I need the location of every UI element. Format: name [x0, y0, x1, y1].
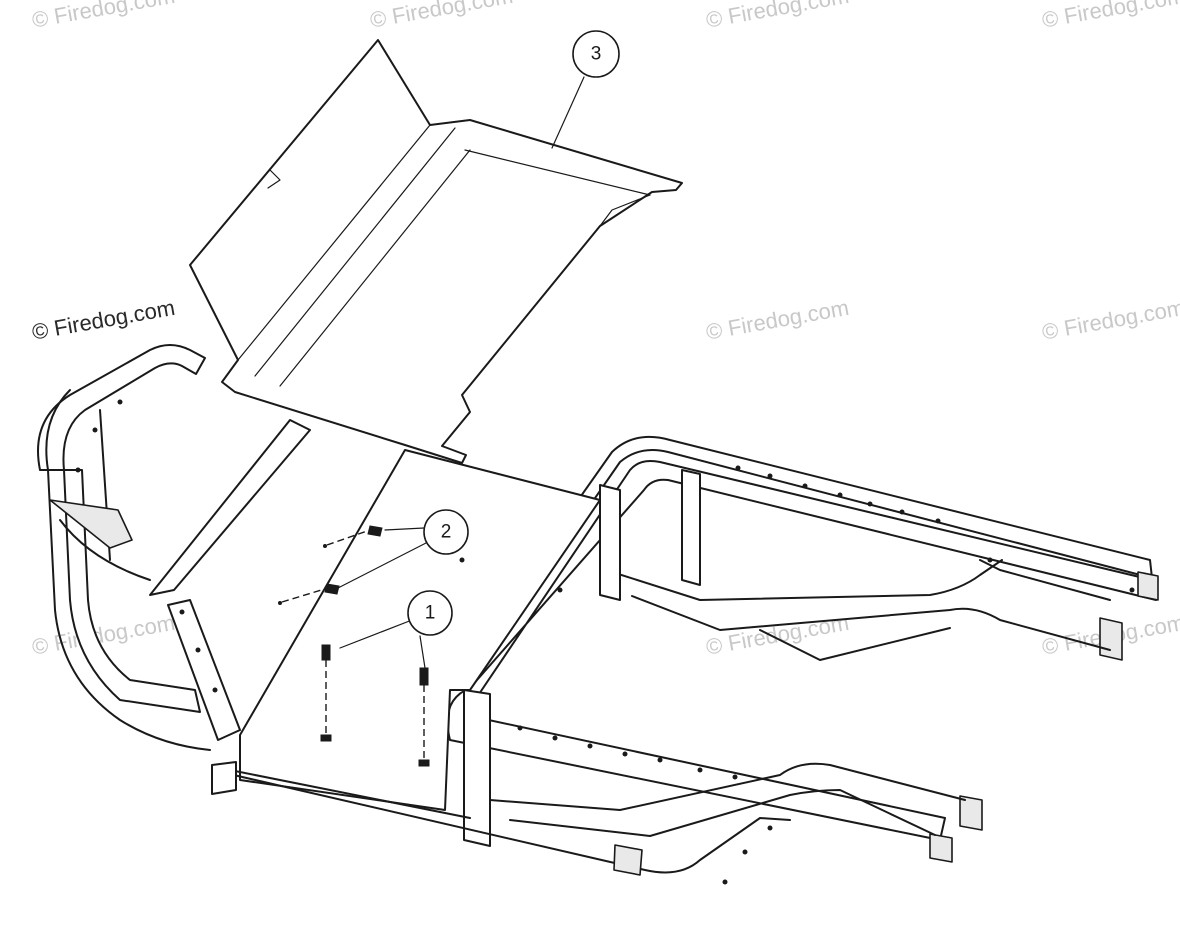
callout-label-3: 3 [591, 44, 602, 65]
fastener-hardware [278, 525, 430, 767]
callout-2: 2 [337, 509, 469, 589]
callout-label-1: 1 [425, 603, 436, 624]
callout-label-2: 2 [441, 522, 452, 543]
callout-circle [423, 509, 469, 555]
callout-1: 1 [339, 590, 453, 669]
seat-support-panel [189, 39, 683, 464]
callout-3: 3 [551, 30, 620, 149]
callout-circle [572, 30, 620, 78]
rear-frame-rails [446, 435, 1159, 863]
front-frame-loop [37, 344, 311, 751]
callout-circle [407, 590, 453, 636]
floor-pan [211, 449, 791, 885]
